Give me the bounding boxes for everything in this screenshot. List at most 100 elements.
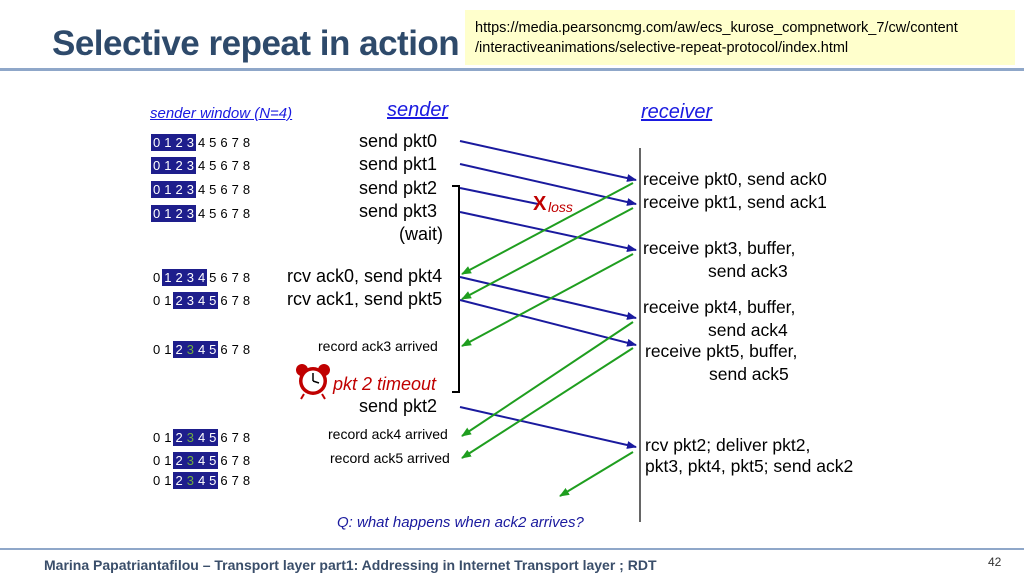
receive-pkt5: receive pkt5, buffer, [645,341,798,361]
seq-number: 1 [164,342,172,357]
seq-number: 5 [209,135,217,150]
question-text: Q: what happens when ack2 arrives? [337,514,584,531]
seq-number: 3 [184,269,196,286]
seq-number: 7 [231,182,239,197]
seq-number: 6 [220,270,228,285]
seq-number: 1 [162,157,174,174]
seq-number: 0 [151,181,163,198]
page-number: 42 [988,555,1002,569]
seq-number: 1 [162,269,174,286]
seq-number: 1 [162,205,174,222]
seq-number: 7 [231,342,239,357]
seq-number: 5 [209,158,217,173]
seq-number: 4 [197,182,206,197]
ack5-arrow [461,347,634,459]
seq-number: 6 [220,430,228,445]
seq-number: 3 [184,341,196,358]
seq-number: 0 [151,134,163,151]
send-ack3: send ack3 [708,261,788,281]
seq-number: 5 [207,429,219,446]
seq-number: 0 [151,205,163,222]
seq-number: 5 [207,452,219,469]
seq-number: 4 [195,269,208,286]
seq-number: 0 [153,453,161,468]
seq-number: 6 [220,473,228,488]
seq-number: 3 [184,292,196,309]
seq-number: 4 [197,206,206,221]
receive-pkt3: receive pkt3, buffer, [643,238,796,258]
pkt2-timeout-label: pkt 2 timeout [333,374,437,394]
seq-number: 3 [184,181,196,198]
seq-number: 7 [231,453,239,468]
seq-number: 8 [242,182,251,197]
seq-number: 5 [209,270,217,285]
pkt5-arrow [459,299,637,347]
ack0-arrow [461,182,634,275]
footer-divider [0,548,1024,550]
url-line-2[interactable]: /interactiveanimations/selective-repeat-… [475,40,849,56]
seq-number: 7 [231,430,239,445]
seq-number: 4 [197,135,206,150]
seq-number: 2 [173,472,185,489]
alarm-clock-icon [296,364,330,400]
seq-number: 7 [231,270,239,285]
url-line-1[interactable]: https://media.pearsoncmg.com/aw/ecs_kuro… [475,20,958,36]
seq-number: 3 [184,452,196,469]
seq-number: 2 [173,181,185,198]
seq-number: 3 [184,472,196,489]
seq-number: 7 [231,206,239,221]
seq-number: 3 [184,429,196,446]
timer-bracket [452,185,460,393]
seq-number: 3 [184,205,196,222]
ack2-arrow [559,451,634,497]
loss-label: loss [548,199,573,215]
record-ack5: record ack5 arrived [330,450,450,466]
seq-number: 0 [153,342,161,357]
seq-number: 5 [207,341,219,358]
record-ack3: record ack3 arrived [318,338,438,354]
seq-number: 6 [220,206,228,221]
seq-number: 4 [195,292,208,309]
seq-number: 2 [173,157,185,174]
seq-number: 3 [184,134,196,151]
ack1-arrow [461,207,634,300]
seq-number: 2 [173,429,185,446]
seq-number: 6 [220,158,228,173]
seq-number: 8 [242,473,251,488]
slide-title: Selective repeat in action [52,24,460,63]
seq-number: 2 [173,134,185,151]
seq-number: 4 [195,341,208,358]
seq-number: 7 [231,473,239,488]
seq-number: 1 [164,293,172,308]
resend-pkt2: send pkt2 [359,396,438,416]
seq-number: 0 [153,430,161,445]
seq-number: 6 [220,182,228,197]
receive-pkt1: receive pkt1, send ack1 [643,192,827,212]
url-box [465,10,1015,65]
seq-number: 8 [242,270,251,285]
seq-number: 4 [195,452,208,469]
seq-number: 1 [164,430,172,445]
receive-pkt0: receive pkt0, send ack0 [643,169,827,189]
seq-number: 0 [153,270,161,285]
seq-number: 0 [153,473,161,488]
rcv-ack0-event: rcv ack0, send pkt4 [287,266,443,286]
seq-number: 5 [209,182,217,197]
send-pkt0: send pkt0 [359,131,438,151]
receive-pkt2-deliver: rcv pkt2; deliver pkt2, [645,435,811,455]
footer-text: Marina Papatriantafilou – Transport laye… [44,557,657,573]
seq-number: 4 [197,158,206,173]
pkt0-arrow [459,140,637,182]
seq-number: 4 [195,472,208,489]
